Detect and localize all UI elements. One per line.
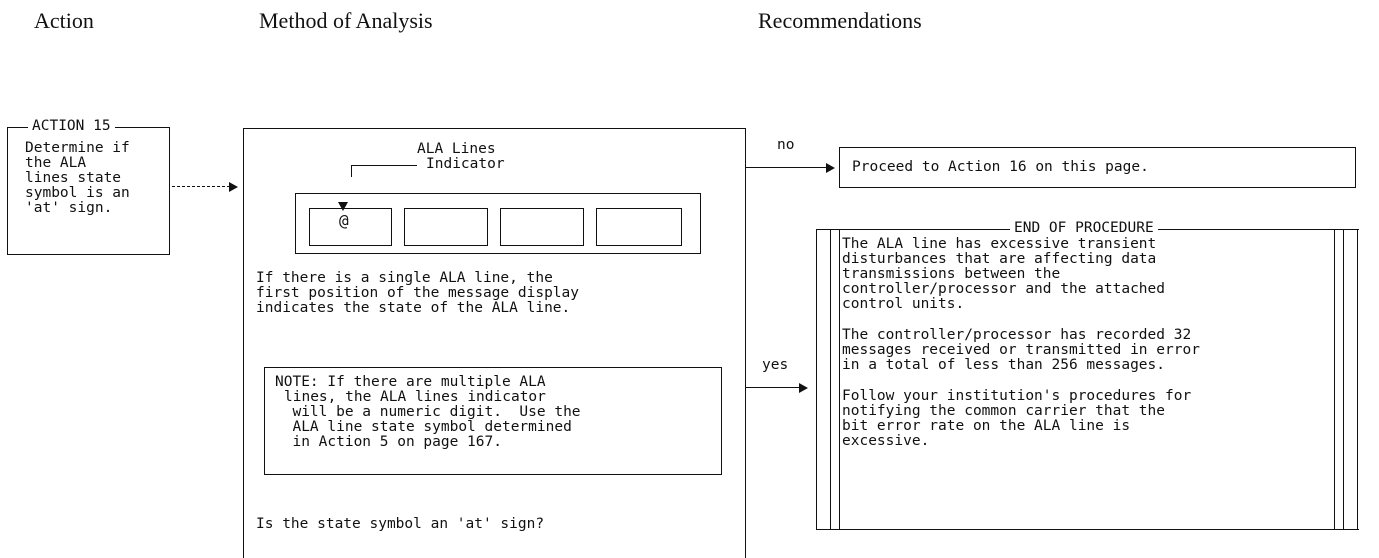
rule [816, 230, 817, 529]
action-15-line: Determine if [25, 140, 130, 156]
arrowhead-icon [229, 182, 238, 192]
header-action: Action [34, 8, 94, 33]
header-method-of-analysis: Method of Analysis [259, 8, 433, 33]
rule [830, 230, 831, 529]
indicator-leader [351, 165, 352, 177]
end-procedure-text: The ALA line has excessive transient dis… [842, 237, 1200, 449]
arrowhead-icon [799, 383, 808, 393]
method-box: ALA Lines Indicator @ If there is a sing… [243, 128, 746, 558]
end-line: The controller/processor has recorded 32 [842, 327, 1192, 343]
end-line: disturbances that are affecting data [842, 251, 1157, 267]
note-line: ALA line state symbol determined [275, 419, 572, 435]
end-line: control units. [842, 296, 965, 312]
rule [839, 230, 840, 529]
note-line: lines, the ALA lines indicator [284, 389, 546, 405]
pointer-icon [338, 202, 348, 211]
display-position-3 [500, 208, 584, 246]
recommendation-no-text: Proceed to Action 16 on this page. [852, 159, 1149, 175]
header-recommendations: Recommendations [758, 8, 922, 33]
indicator-leader [352, 165, 417, 166]
note-line: will be a numeric digit. Use the [275, 404, 581, 420]
display-position-4 [596, 208, 682, 246]
action-15-line: 'at' sign. [25, 200, 113, 216]
message-display: @ [295, 193, 701, 254]
note-text: NOTE: If there are multiple ALA lines, t… [275, 375, 581, 450]
action-15-line: the ALA [25, 155, 87, 171]
indicator-label-line: ALA Lines [417, 141, 496, 157]
end-line: controller/processor and the attached [842, 281, 1166, 297]
branch-yes-arrow [746, 387, 801, 388]
end-of-procedure-legend: END OF PROCEDURE [1010, 221, 1158, 236]
method-paragraph-line: If there is a single ALA line, the [256, 270, 553, 286]
arrowhead-icon [826, 163, 835, 173]
end-line: messages received or transmitted in erro… [842, 342, 1200, 358]
action-15-line: symbol is an [25, 185, 130, 201]
rule [1357, 230, 1358, 529]
end-line: Follow your institution's procedures for [842, 388, 1192, 404]
note-box: NOTE: If there are multiple ALA lines, t… [264, 367, 722, 475]
indicator-label-line: Indicator [426, 156, 505, 172]
question-text: Is the state symbol an 'at' sign? [256, 516, 545, 532]
action-15-box: ACTION 15 Determine if the ALA lines sta… [7, 119, 170, 255]
end-line: bit error rate on the ALA line is [842, 418, 1131, 434]
end-line: in a total of less than 256 messages. [842, 357, 1166, 373]
end-line: transmissions between the [842, 266, 1061, 282]
display-position-2 [404, 208, 488, 246]
indicator-label: ALA Lines Indicator [417, 142, 505, 172]
end-of-procedure-box: END OF PROCEDURE The ALA line has excess… [816, 221, 1359, 530]
end-line: excessive. [842, 433, 930, 449]
branch-no-arrow [746, 167, 828, 168]
rule [1334, 230, 1335, 529]
rule [1343, 230, 1344, 529]
note-line: NOTE: If there are multiple ALA [275, 374, 546, 390]
method-paragraph-line: first position of the message display [256, 285, 580, 301]
connector-dashed [172, 186, 230, 187]
action-15-legend: ACTION 15 [28, 119, 115, 134]
display-char: @ [339, 211, 349, 230]
recommendation-no-box: Proceed to Action 16 on this page. [839, 147, 1356, 188]
action-15-line: lines state [25, 170, 122, 186]
branch-yes-label: yes [762, 357, 789, 373]
branch-no-label: no [777, 137, 795, 153]
method-paragraph-line: indicates the state of the ALA line. [256, 300, 571, 316]
display-position-1: @ [309, 202, 392, 246]
end-line: notifying the common carrier that the [842, 403, 1166, 419]
note-line: in Action 5 on page 167. [275, 434, 502, 450]
action-15-text: Determine if the ALA lines state symbol … [25, 141, 130, 216]
end-line: The ALA line has excessive transient [842, 236, 1157, 252]
method-paragraph: If there is a single ALA line, the first… [256, 271, 579, 316]
